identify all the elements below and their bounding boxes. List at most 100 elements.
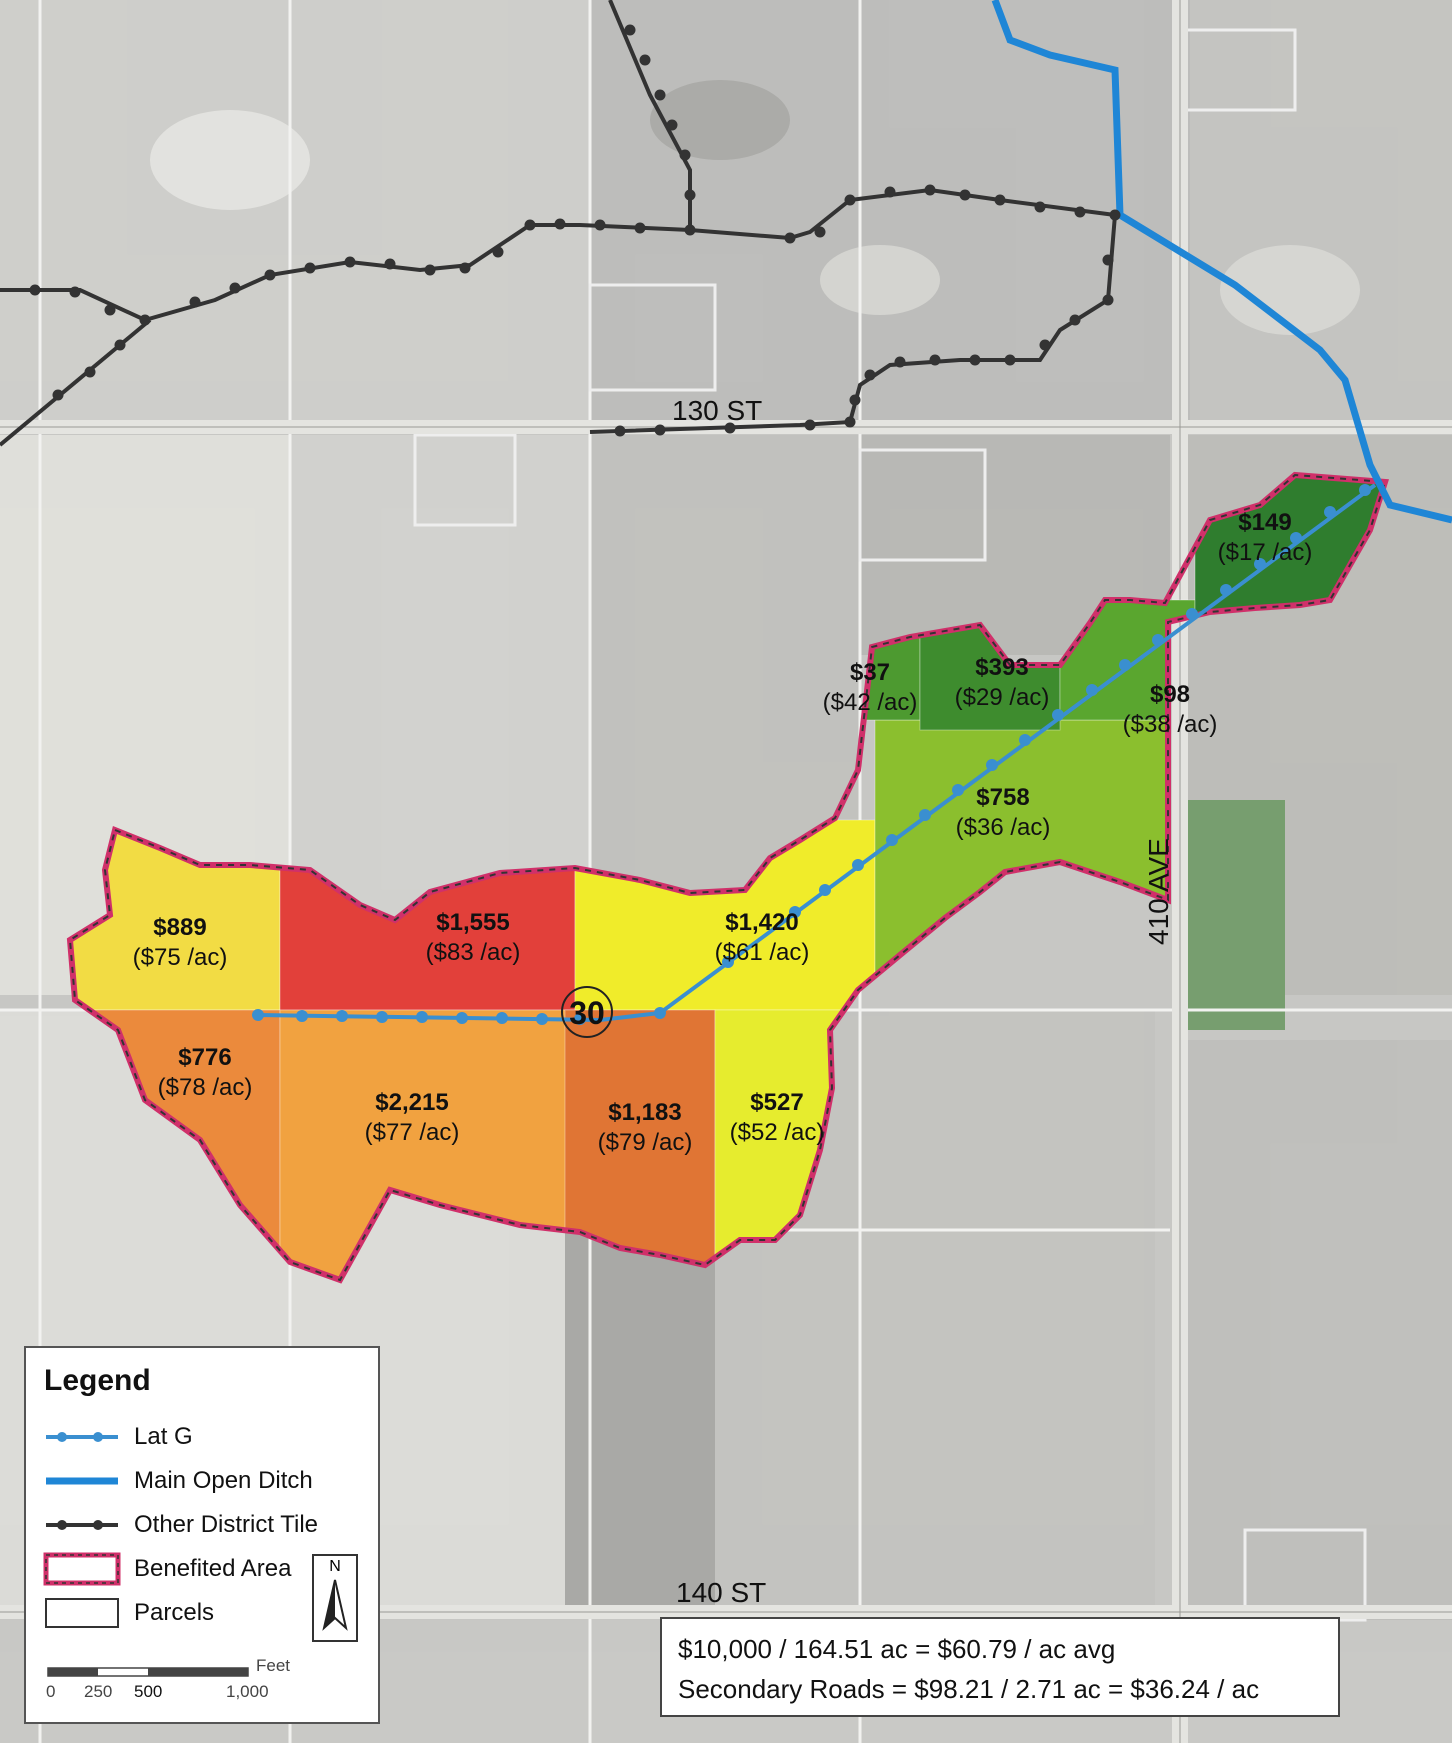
tile-node: [29, 284, 41, 296]
parcel-amount-label: $98: [1150, 681, 1190, 708]
parcel-amount-label: $527: [750, 1089, 803, 1116]
benefited-area-symbol: [40, 1552, 124, 1586]
legend-item-main-open-ditch: Main Open Ditch: [40, 1464, 313, 1498]
parcel-amount-label: $1,555: [436, 909, 509, 936]
parcel-amount-label: $758: [976, 784, 1029, 811]
scale-tick-250: 250: [84, 1682, 113, 1701]
tile-node: [924, 184, 936, 196]
tile-node: [654, 89, 666, 101]
tile-node: [52, 389, 64, 401]
tile-node: [1102, 254, 1114, 266]
lat-g-node: [336, 1010, 348, 1022]
tile-node: [844, 194, 856, 206]
lat-g-node: [1119, 659, 1131, 671]
tile-node: [994, 194, 1006, 206]
tile-node: [929, 354, 941, 366]
tile-node: [384, 258, 396, 270]
lat-g-node: [1086, 684, 1098, 696]
parcel-rate-label: ($61 /ac): [715, 939, 810, 966]
parcel-rate-label: ($77 /ac): [365, 1119, 460, 1146]
tile-node: [1109, 209, 1121, 221]
lat-g-node: [536, 1013, 548, 1025]
parcel-rate-label: ($17 /ac): [1218, 539, 1313, 566]
lat-g-node: [1254, 558, 1266, 570]
lat-g-node: [919, 809, 931, 821]
tile-node: [1102, 294, 1114, 306]
tile-node: [844, 416, 856, 428]
parcel-rate-label: ($42 /ac): [823, 689, 918, 716]
other-district-tile-nodes: [29, 24, 1121, 437]
tile-node: [894, 356, 906, 368]
lat-g-node: [1290, 532, 1302, 544]
tile-node: [724, 422, 736, 434]
main-open-ditch-symbol: [40, 1464, 124, 1498]
lat-g-node: [252, 1009, 264, 1021]
lat-g-node: [1052, 709, 1064, 721]
tile-node: [639, 54, 651, 66]
benefited-parcels[interactable]: [60, 460, 1420, 1290]
summary-line-1: $10,000 / 164.51 ac = $60.79 / ac avg: [678, 1634, 1116, 1664]
tile-node: [492, 246, 504, 258]
legend-item-other-district-tile: Other District Tile: [40, 1508, 318, 1542]
tile-node: [554, 218, 566, 230]
lat-g-node: [496, 1012, 508, 1024]
parcel-amount-label: $889: [153, 914, 206, 941]
node-label: 30: [569, 995, 605, 1031]
lat-g-node: [1186, 608, 1198, 620]
legend-label: Main Open Ditch: [134, 1467, 313, 1494]
lat-g-node: [1019, 734, 1031, 746]
lat-g-node: [1324, 506, 1336, 518]
tile-node: [424, 264, 436, 276]
legend-item-parcels: Parcels: [40, 1596, 214, 1630]
lat-g-node: [722, 956, 734, 968]
tile-node: [684, 189, 696, 201]
north-arrow: N: [312, 1554, 358, 1642]
scale-bar: Feet 0 250 500 1,000: [46, 1656, 366, 1716]
parcel-rate-label: ($36 /ac): [956, 814, 1051, 841]
tile-node: [884, 186, 896, 198]
lat-g-node: [574, 1013, 586, 1025]
scale-unit: Feet: [256, 1656, 291, 1675]
road-label-130-st: 130 ST: [672, 395, 762, 426]
legend-panel: Legend Lat G Main Open Ditch Other Distr…: [24, 1346, 380, 1724]
lat-g-node: [456, 1012, 468, 1024]
tile-node: [459, 262, 471, 274]
structure-node-30[interactable]: 30: [561, 986, 613, 1038]
tile-node: [1004, 354, 1016, 366]
tile-node: [264, 269, 276, 281]
legend-label: Benefited Area: [134, 1555, 292, 1582]
tile-node: [1074, 206, 1086, 218]
lat-g-node: [1220, 584, 1232, 596]
main-open-ditch: [991, 0, 1452, 524]
parcel-rate-label: ($75 /ac): [133, 944, 228, 971]
other-district-tile-symbol: [40, 1508, 124, 1542]
tile-node: [304, 262, 316, 274]
parcel-amount-label: $1,420: [725, 909, 798, 936]
legend-title: Legend: [44, 1364, 151, 1397]
tile-node: [804, 419, 816, 431]
tile-node: [594, 219, 606, 231]
lat-g-symbol: [40, 1420, 124, 1454]
north-label: N: [329, 1558, 341, 1575]
tile-node: [969, 354, 981, 366]
tile-node: [849, 394, 861, 406]
assessment-summary-box: $10,000 / 164.51 ac = $60.79 / ac avg Se…: [660, 1617, 1340, 1717]
tile-node: [634, 222, 646, 234]
scale-tick-500: 500: [134, 1682, 163, 1701]
parcel-rate-label: ($79 /ac): [598, 1129, 693, 1156]
lat-g-node: [654, 1007, 666, 1019]
north-arrow-icon: [322, 1579, 348, 1631]
parcel-labels: $889($75 /ac)$1,555($83 /ac)$1,420($61 /…: [133, 509, 1313, 1156]
tile-node: [84, 366, 96, 378]
tile-node: [524, 219, 536, 231]
tile-node: [864, 369, 876, 381]
parcel-amount-label: $149: [1238, 509, 1291, 536]
tile-node: [344, 256, 356, 268]
tile-node: [1034, 201, 1046, 213]
parcel-rate-label: ($29 /ac): [955, 684, 1050, 711]
tile-node: [684, 224, 696, 236]
tile-node: [229, 282, 241, 294]
legend-item-benefited-area: Benefited Area: [40, 1552, 291, 1586]
tile-node: [114, 339, 126, 351]
